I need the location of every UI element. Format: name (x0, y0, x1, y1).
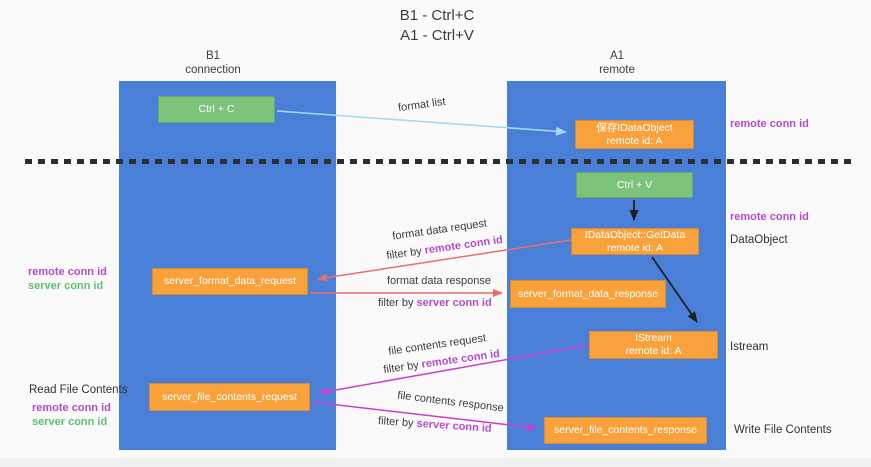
annot-read-file-contents: Read File Contents (29, 384, 128, 396)
lane-b1-subtitle: connection (185, 64, 241, 76)
dashed-divider (25, 159, 851, 164)
node-save-idataobject-line1: 保存IDataObject (596, 121, 673, 134)
node-ctrl-c-label: Ctrl + C (198, 103, 235, 115)
annot-remote-conn-id-top: remote conn id (730, 118, 809, 130)
label-filter-server-conn-id-1: filter by server conn id (378, 297, 492, 309)
node-save-idataobject: 保存IDataObject remote id: A (575, 120, 694, 149)
node-istream-line2: remote id: A (625, 345, 682, 357)
node-server-file-contents-response: server_file_contents_response (544, 417, 707, 444)
node-ctrl-c: Ctrl + C (158, 96, 275, 123)
node-server-format-data-response-label: server_format_data_response (517, 287, 659, 300)
node-idataobject-getdata-line1: IDataObject::GetData (584, 228, 686, 241)
lane-a1-title: A1 (609, 50, 625, 62)
filter-prefix-1: filter by (385, 244, 426, 263)
filter-key-2: server conn id (416, 297, 492, 309)
annot-left-server-conn-id-mid: server conn id (28, 280, 104, 292)
node-save-idataobject-line2: remote id: A (606, 134, 663, 147)
title-line-2: A1 - Ctrl+V (400, 27, 474, 44)
node-istream: IStream remote id: A (589, 331, 718, 359)
annot-remote-conn-id-mid: remote conn id (730, 211, 809, 223)
node-server-file-contents-request-label: server_file_contents_request (162, 390, 297, 403)
node-ctrl-v: Ctrl + V (576, 172, 693, 198)
filter-prefix-3: filter by (382, 358, 423, 377)
annot-write-file-contents: Write File Contents (734, 424, 832, 436)
annot-left-remote-conn-id-mid: remote conn id (28, 266, 107, 278)
lane-b1-title: B1 (205, 50, 221, 62)
node-server-file-contents-response-label: server_file_contents_response (553, 424, 697, 436)
label-file-contents-response: file contents response (396, 389, 505, 415)
label-format-data-response: format data response (387, 275, 491, 287)
filter-key-1: remote conn id (423, 233, 504, 257)
lane-header-b1: B1 connection (148, 49, 278, 77)
filter-key-4: server conn id (416, 417, 492, 435)
node-server-format-data-request: server_format_data_request (152, 268, 308, 295)
label-filter-server-conn-id-2: filter by server conn id (378, 415, 492, 435)
node-idataobject-getdata: IDataObject::GetData remote id: A (571, 228, 699, 255)
node-ctrl-v-label: Ctrl + V (616, 178, 653, 191)
node-idataobject-getdata-line2: remote id: A (606, 241, 664, 254)
filter-prefix-2: filter by (378, 297, 417, 309)
node-server-format-data-request-label: server_format_data_request (164, 275, 296, 287)
node-server-file-contents-request: server_file_contents_request (149, 383, 310, 411)
annot-istream: Istream (730, 341, 769, 353)
lane-a1-subtitle: remote (599, 64, 635, 76)
title-line-1: B1 - Ctrl+C (399, 7, 475, 24)
annot-dataobject: DataObject (730, 234, 788, 246)
filter-prefix-4: filter by (377, 415, 417, 430)
bottom-strip (0, 458, 871, 467)
annot-left-server-conn-id-bottom: server conn id (32, 416, 108, 428)
diagram-title: B1 - Ctrl+C A1 - Ctrl+V (327, 6, 547, 46)
label-format-list: format list (397, 95, 447, 115)
node-server-format-data-response: server_format_data_response (510, 280, 666, 308)
node-istream-line1: IStream (635, 332, 672, 344)
annot-left-remote-conn-id-bottom: remote conn id (32, 402, 111, 414)
lane-header-a1: A1 remote (552, 49, 682, 77)
